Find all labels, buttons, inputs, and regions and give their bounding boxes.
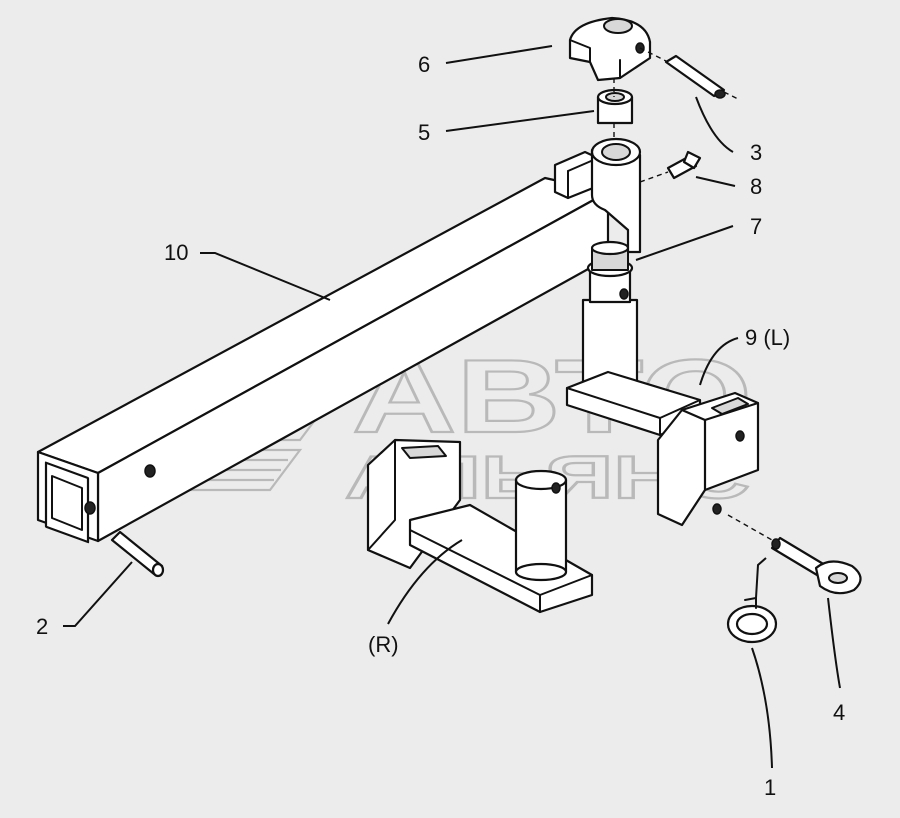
part-10-tube-arm <box>36 137 642 544</box>
callout-4: 4 <box>833 700 845 725</box>
part-8-grease-nipple <box>666 150 702 180</box>
assembly-lines <box>613 47 773 541</box>
callout-10: 10 <box>164 240 188 265</box>
callout-5: 5 <box>418 120 430 145</box>
part-6-clamp-lever <box>568 16 652 82</box>
callout-9-left: 9 (L) <box>745 325 790 350</box>
callout-right: (R) <box>368 632 399 657</box>
part-right-bracket <box>366 438 594 614</box>
callout-2: 2 <box>36 614 48 639</box>
callout-7: 7 <box>750 214 762 239</box>
part-2-roll-pin <box>110 530 165 578</box>
part-4-lynch-pin <box>770 536 862 595</box>
part-9-left-bracket <box>565 370 760 527</box>
callout-labels: 6 5 3 8 7 9 (L) 10 2 (R) 4 1 <box>36 52 845 800</box>
callout-1: 1 <box>764 775 776 800</box>
leader-lines <box>63 45 841 769</box>
part-3-roll-pin <box>664 54 726 99</box>
callout-6: 6 <box>418 52 430 77</box>
callout-3: 3 <box>750 140 762 165</box>
callout-8: 8 <box>750 174 762 199</box>
part-1-spring-ring <box>726 597 778 644</box>
part-5-bushing <box>596 88 634 125</box>
